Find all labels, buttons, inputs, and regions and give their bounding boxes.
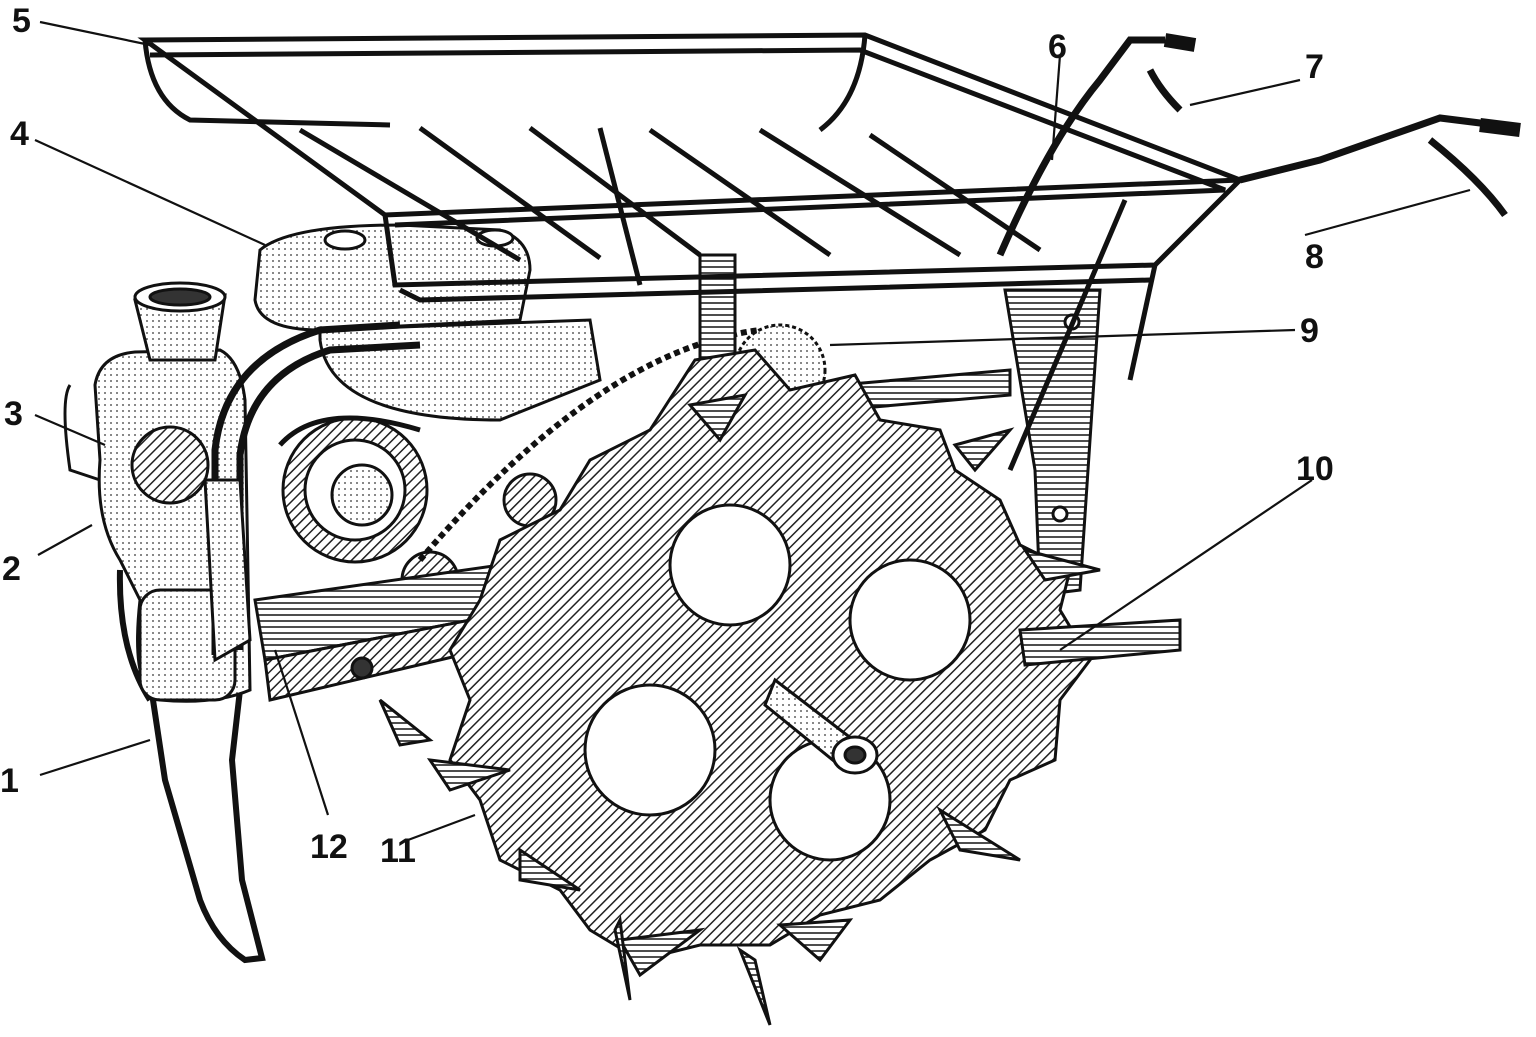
callout-9: 9 [1300, 312, 1319, 350]
cleated-wheel [378, 348, 1182, 1026]
callout-6: 6 [1048, 28, 1067, 66]
handlebars [996, 33, 1521, 257]
callout-3: 3 [4, 395, 23, 433]
callout-labels: 1 2 3 4 5 6 7 8 9 10 11 12 [0, 2, 1334, 870]
fuel-tank [253, 223, 602, 422]
leader-lines [34, 20, 1471, 842]
callout-12: 12 [310, 828, 348, 866]
callout-1: 1 [0, 762, 19, 800]
air-filter [133, 281, 227, 362]
callout-4: 4 [10, 115, 29, 153]
callout-2: 2 [2, 550, 21, 588]
guard-hinge-plate [203, 478, 252, 663]
drive-pulley [278, 415, 429, 564]
callout-8: 8 [1305, 238, 1324, 276]
callout-11: 11 [380, 832, 416, 870]
belt-guard [211, 321, 421, 655]
callout-7: 7 [1305, 48, 1324, 86]
callout-10: 10 [1296, 450, 1334, 488]
callout-5: 5 [12, 2, 31, 40]
